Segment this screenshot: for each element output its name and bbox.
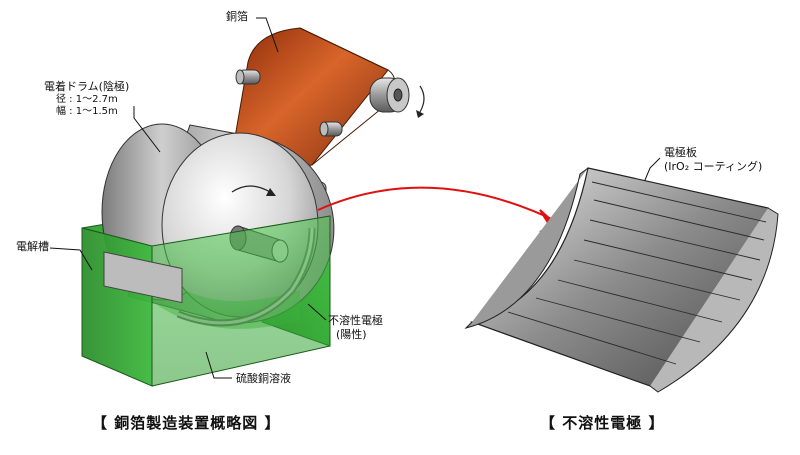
transfer-arrow xyxy=(317,186,559,223)
leader-drum xyxy=(133,106,161,153)
label-drum-width: 幅 : 1～1.5m xyxy=(56,106,118,117)
label-electrolyte: 硫酸銅溶液 xyxy=(236,372,291,385)
label-electrode-line2: (陽性) xyxy=(336,328,367,341)
leader-electrolyte xyxy=(205,351,232,379)
label-electrode-line1: 不溶性電極 xyxy=(328,314,383,327)
electrolytic-cell-front xyxy=(81,215,331,387)
take-up-roller xyxy=(369,77,410,113)
plate-grid-lines xyxy=(507,181,767,365)
roller-mid xyxy=(319,121,343,137)
label-drum-diameter: 径 : 1～2.7m xyxy=(56,94,118,105)
rotation-arrow-roller xyxy=(416,110,424,118)
leader-copper-foil xyxy=(256,17,279,53)
caption-left: 【 銅箔製造装置概略図 】 xyxy=(92,414,281,432)
label-cell: 電解槽 xyxy=(16,240,49,253)
rotation-arrow-drum xyxy=(266,188,276,196)
roller-top-left xyxy=(235,69,261,85)
label-copper-foil: 銅箔 xyxy=(226,10,248,23)
leader-cell xyxy=(49,247,93,271)
caption-right: 【 不溶性電極 】 xyxy=(540,414,665,432)
leader-electrode xyxy=(307,303,327,321)
label-drum-title: 電着ドラム(陰極) xyxy=(44,80,130,93)
label-plate-line1: 電極板 xyxy=(664,146,697,159)
label-plate-line2: (IrO₂ コーティング) xyxy=(664,160,763,173)
electrode-plate xyxy=(464,167,779,393)
